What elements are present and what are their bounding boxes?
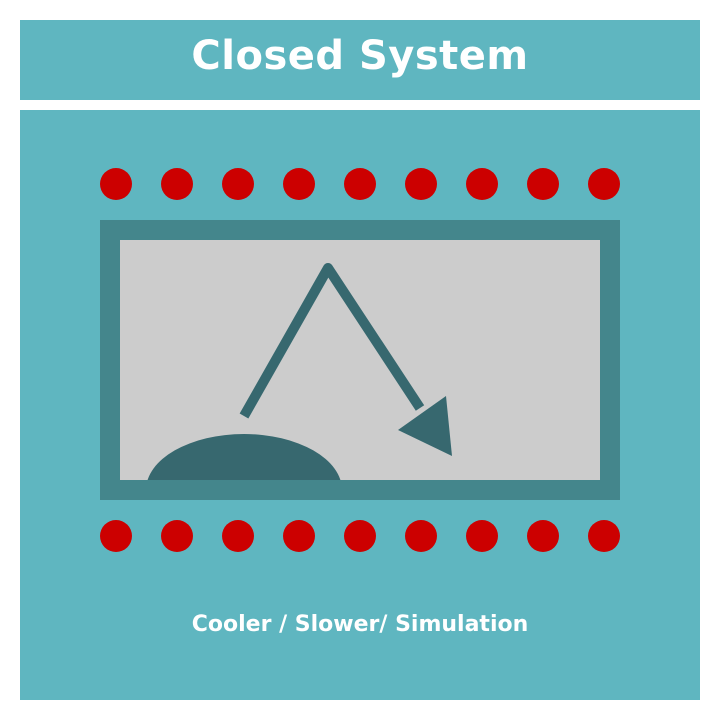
mound-shape [147, 434, 341, 480]
particle-dot [405, 168, 437, 200]
particle-dot [100, 520, 132, 552]
particle-dot [588, 168, 620, 200]
title-bar: Closed System [20, 20, 700, 100]
diagram-caption: Cooler / Slower/ Simulation [191, 612, 529, 637]
container-frame [100, 220, 620, 500]
particle-dot [222, 520, 254, 552]
particle-dot [344, 520, 376, 552]
main-panel: Cooler / Slower/ Simulation [20, 110, 700, 700]
particle-dot [527, 168, 559, 200]
particle-dot [466, 520, 498, 552]
arrowhead-icon [398, 396, 452, 456]
particle-dot [161, 168, 193, 200]
top-dot-row [20, 168, 700, 200]
particle-dot [466, 168, 498, 200]
particle-dot [161, 520, 193, 552]
bounce-path-arrow [239, 263, 425, 419]
particle-dot [283, 168, 315, 200]
particle-dot [222, 168, 254, 200]
bounce-illustration [147, 263, 452, 480]
particle-dot [588, 520, 620, 552]
container-interior [120, 240, 600, 480]
particle-dot [405, 520, 437, 552]
particle-dot [344, 168, 376, 200]
particle-dot [527, 520, 559, 552]
particle-dot [100, 168, 132, 200]
diagram-title: Closed System [191, 33, 529, 79]
bottom-dot-row [20, 520, 700, 552]
particle-dot [283, 520, 315, 552]
